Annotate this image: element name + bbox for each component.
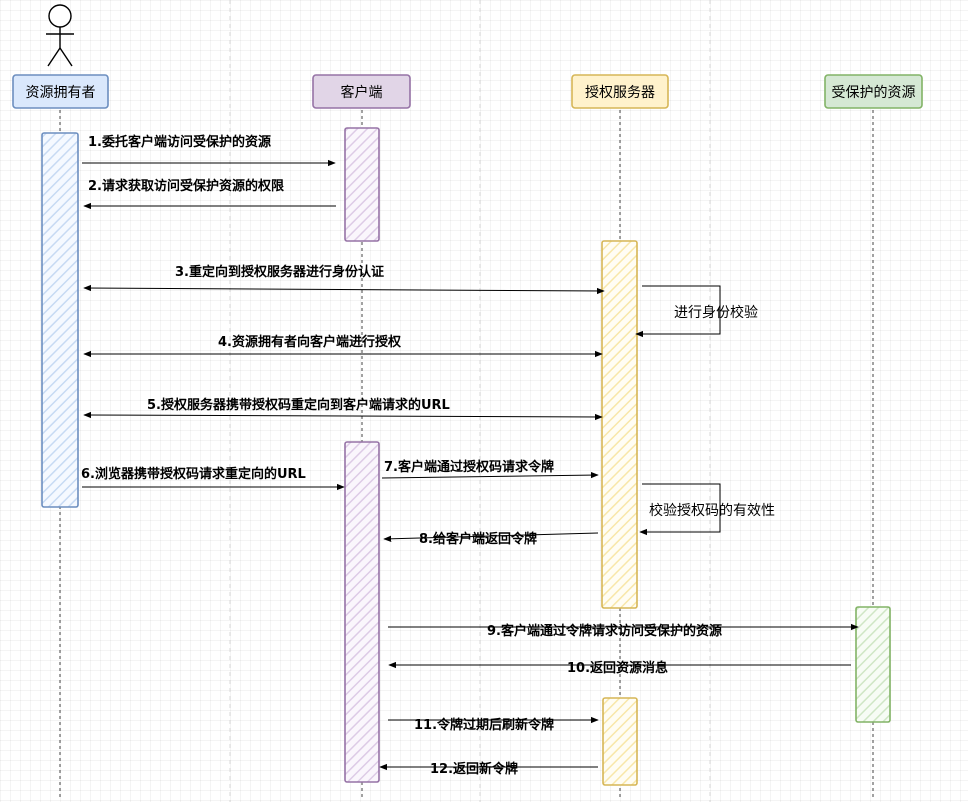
message-2: 2.请求获取访问受保护资源的权限 xyxy=(83,178,336,210)
message-1-label: 1.委托客户端访问受保护的资源 xyxy=(88,134,271,150)
activation-owner xyxy=(41,132,79,508)
participant-auth-server-label: 授权服务器 xyxy=(585,85,655,101)
message-4-label: 4.资源拥有者向客户端进行授权 xyxy=(218,334,402,350)
lifelines xyxy=(59,110,874,798)
message-1: 1.委托客户端访问受保护的资源 xyxy=(82,134,336,167)
activation-client-2 xyxy=(344,441,380,783)
message-3: 3.重定向到授权服务器进行身份认证 xyxy=(83,264,605,295)
message-2-label: 2.请求获取访问受保护资源的权限 xyxy=(88,178,285,194)
message-8: 8.给客户端返回令牌 xyxy=(383,531,599,547)
message-5: 5.授权服务器携带授权码重定向到客户端请求的URL xyxy=(83,397,603,421)
message-4: 4.资源拥有者向客户端进行授权 xyxy=(83,334,603,358)
message-8-label: 8.给客户端返回令牌 xyxy=(419,531,537,547)
background-separators xyxy=(229,0,711,802)
message-10-label: 10.返回资源消息 xyxy=(567,660,668,676)
message-10: 10.返回资源消息 xyxy=(388,660,851,676)
message-12: 12.返回新令牌 xyxy=(379,761,598,777)
participant-owner[interactable]: 资源拥有者 xyxy=(12,74,109,109)
activation-client-1 xyxy=(344,127,380,242)
message-7-label: 7.客户端通过授权码请求令牌 xyxy=(384,459,554,475)
actor-icon xyxy=(46,4,74,67)
activation-auth-1 xyxy=(601,240,638,609)
activations xyxy=(41,127,891,786)
participant-client[interactable]: 客户端 xyxy=(312,74,411,109)
self-call-code-check-label: 校验授权码的有效性 xyxy=(649,502,775,519)
activation-auth-2 xyxy=(602,697,638,786)
message-9: 9.客户端通过令牌请求访问受保护的资源 xyxy=(388,623,859,639)
participant-resource[interactable]: 受保护的资源 xyxy=(824,74,923,109)
participant-client-label: 客户端 xyxy=(341,84,383,101)
message-3-label: 3.重定向到授权服务器进行身份认证 xyxy=(175,264,384,280)
participant-auth-server[interactable]: 授权服务器 xyxy=(571,74,669,109)
self-call-identity: 进行身份校验 xyxy=(635,285,758,338)
message-7: 7.客户端通过授权码请求令牌 xyxy=(381,459,599,479)
activation-resource xyxy=(855,606,891,723)
message-9-label: 9.客户端通过令牌请求访问受保护的资源 xyxy=(487,623,722,639)
message-6-label: 6.浏览器携带授权码请求重定向的URL xyxy=(81,466,306,482)
self-call-code-check: 校验授权码的有效性 xyxy=(639,483,775,536)
message-11: 11.令牌过期后刷新令牌 xyxy=(388,716,599,733)
message-6: 6.浏览器携带授权码请求重定向的URL xyxy=(81,466,345,491)
participant-resource-label: 受保护的资源 xyxy=(832,85,916,101)
message-5-label: 5.授权服务器携带授权码重定向到客户端请求的URL xyxy=(147,397,450,413)
message-11-label: 11.令牌过期后刷新令牌 xyxy=(414,717,554,733)
message-12-label: 12.返回新令牌 xyxy=(430,761,518,777)
self-call-identity-label: 进行身份校验 xyxy=(674,304,758,321)
participant-owner-label: 资源拥有者 xyxy=(26,85,96,101)
